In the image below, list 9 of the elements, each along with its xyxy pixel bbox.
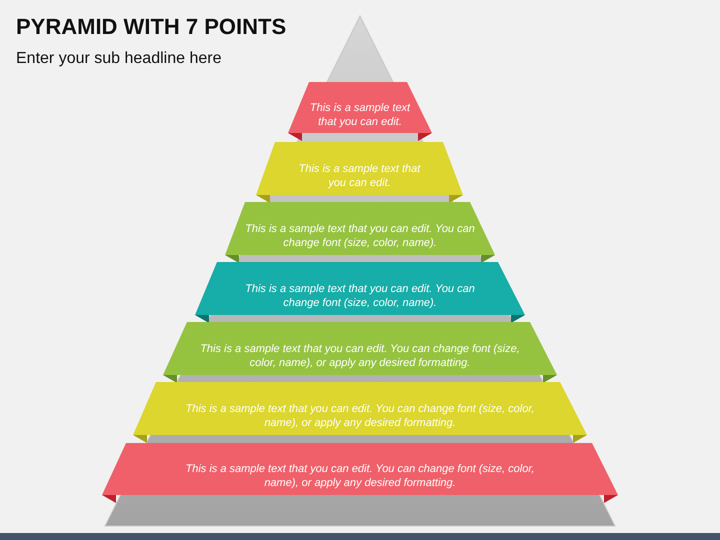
subtitle: Enter your sub headline here <box>16 50 222 68</box>
title: PYRAMID WITH 7 POINTS <box>16 14 286 40</box>
band-text: This is a sample text that you can edit. You can change font (size, color, name), or apply any desired formatting. <box>184 402 536 430</box>
band-text: This is a sample text that you can edit. <box>308 100 412 128</box>
band-text: This is a sample text that you can edit. You can change font (size, color, name). <box>244 222 476 250</box>
band-text: This is a sample text that you can edit. You can change font (size, color, name). <box>244 282 476 310</box>
band-text: This is a sample text that you can edit. You can change font (size, color, name), or apply any desired formatting. <box>184 462 536 490</box>
band-text: This is a sample text that you can edit. You can change font (size, color, name), or apply any desired formatting. <box>199 342 521 370</box>
band-text: This is a sample text that you can edit. <box>298 162 422 190</box>
